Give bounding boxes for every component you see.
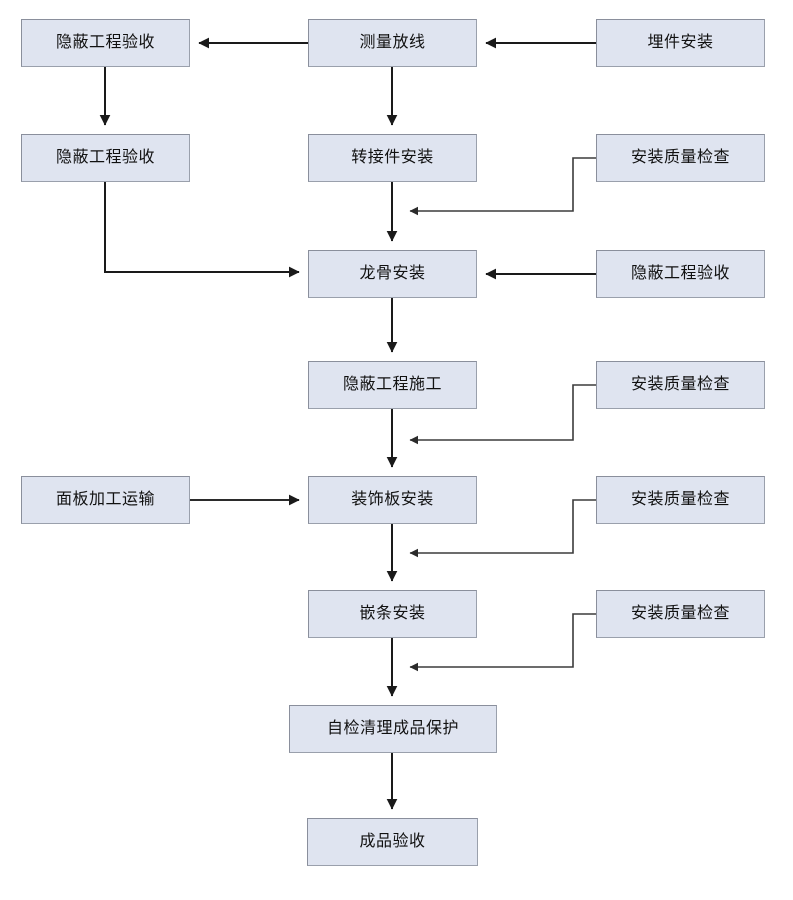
node-label: 隐蔽工程施工: [342, 376, 442, 393]
node-zhuangshiban-anzhuang[interactable]: 装饰板安装: [308, 476, 477, 524]
node-anzhuang-zhiliang-jiancha-1[interactable]: 安装质量检查: [596, 134, 765, 182]
node-yinbi-gongcheng-yanshou-3[interactable]: 隐蔽工程验收: [596, 250, 765, 298]
node-label: 安装质量检查: [630, 376, 730, 393]
node-label: 隐蔽工程验收: [630, 265, 730, 282]
node-label: 自检清理成品保护: [326, 720, 459, 737]
edge-yinbi2-to-longgu: [104, 182, 300, 278]
node-yinbi-gongcheng-yanshou-2[interactable]: 隐蔽工程验收: [21, 134, 190, 182]
node-yinbi-gongcheng-shigong[interactable]: 隐蔽工程施工: [308, 361, 477, 409]
node-maijian-anzhuang[interactable]: 埋件安装: [596, 19, 765, 67]
node-label: 装饰板安装: [351, 491, 434, 508]
node-label: 龙骨安装: [359, 265, 426, 282]
node-label: 隐蔽工程验收: [55, 34, 155, 51]
node-label: 面板加工运输: [55, 491, 155, 508]
node-anzhuang-zhiliang-jiancha-4[interactable]: 安装质量检查: [596, 590, 765, 638]
node-label: 转接件安装: [351, 149, 434, 166]
node-label: 安装质量检查: [630, 491, 730, 508]
edge-zhijian4-to-main: [409, 613, 596, 672]
node-label: 安装质量检查: [630, 605, 730, 622]
node-zijian-qingli-chengpin-baohu[interactable]: 自检清理成品保护: [289, 705, 497, 753]
edge-zhijian1-to-main: [409, 157, 596, 216]
edge-zhijian3-to-main: [409, 499, 596, 558]
node-label: 测量放线: [359, 34, 426, 51]
node-chengpin-yanshou[interactable]: 成品验收: [307, 818, 478, 866]
node-anzhuang-zhiliang-jiancha-2[interactable]: 安装质量检查: [596, 361, 765, 409]
node-zhuanjiejian-anzhuang[interactable]: 转接件安装: [308, 134, 477, 182]
node-label: 埋件安装: [647, 34, 714, 51]
node-qiantiao-anzhuang[interactable]: 嵌条安装: [308, 590, 477, 638]
node-anzhuang-zhiliang-jiancha-3[interactable]: 安装质量检查: [596, 476, 765, 524]
node-longgu-anzhuang[interactable]: 龙骨安装: [308, 250, 477, 298]
node-celiang-fangxian[interactable]: 测量放线: [308, 19, 477, 67]
node-label: 成品验收: [359, 833, 426, 850]
node-mianban-jiagong-yunshu[interactable]: 面板加工运输: [21, 476, 190, 524]
node-label: 嵌条安装: [359, 605, 426, 622]
edge-zhijian2-to-main: [409, 384, 596, 445]
node-yinbi-gongcheng-yanshou-1[interactable]: 隐蔽工程验收: [21, 19, 190, 67]
node-label: 安装质量检查: [630, 149, 730, 166]
node-label: 隐蔽工程验收: [55, 149, 155, 166]
